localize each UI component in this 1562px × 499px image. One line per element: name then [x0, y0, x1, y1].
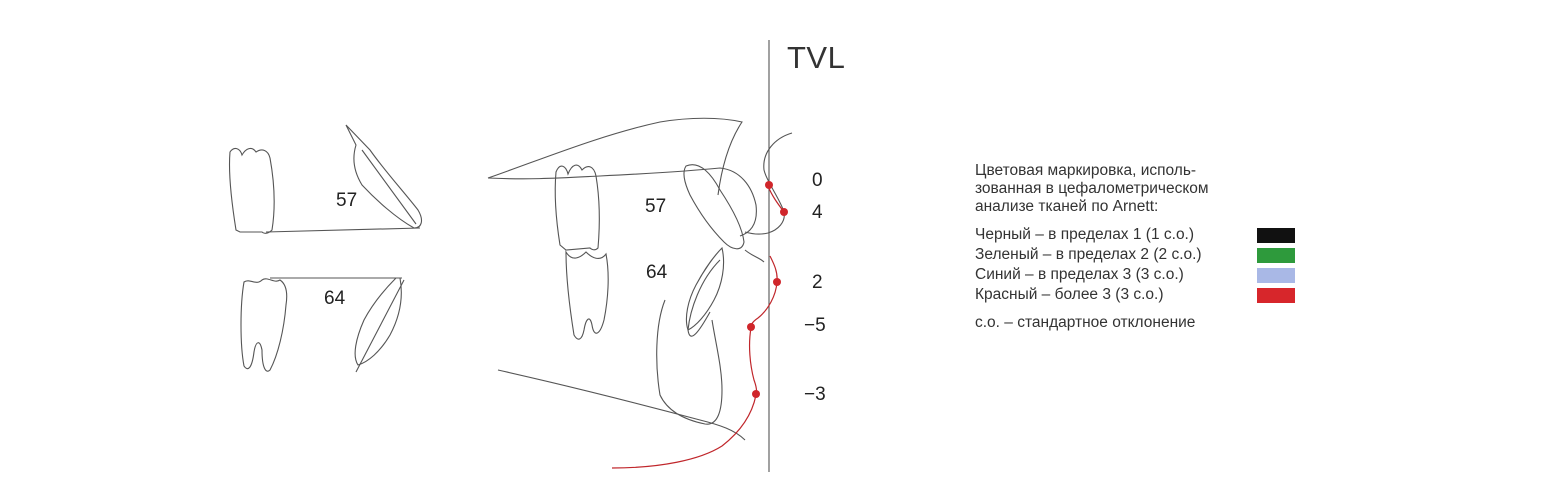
measure-point-0 [765, 181, 773, 189]
maxilla-line [487, 167, 757, 237]
legend-item-label: Синий – в пределах 3 (3 с.о.) [975, 266, 1184, 283]
legend-item-green: Зеленый – в пределах 2 (2 с.о.) [975, 246, 1305, 266]
upper-lip-contour [744, 185, 785, 235]
profile-lower-tooth-number: 64 [646, 262, 668, 283]
legend-heading-line: зованная в цефалометрическом [975, 180, 1209, 197]
legend-heading-line: анализе тканей по Arnett: [975, 198, 1159, 215]
mandible-lower-border [497, 369, 746, 441]
measure-point-2 [773, 278, 781, 286]
measurement-value: −5 [804, 315, 826, 336]
profile-upper-molar-outline [554, 164, 600, 251]
left-upper-tooth-number: 57 [336, 190, 358, 211]
measurement-value: 2 [812, 272, 823, 293]
legend-swatch-red [1257, 288, 1295, 303]
legend-swatch-black [1257, 228, 1295, 243]
nose-tip-contour [763, 132, 793, 187]
measure-point-4 [780, 208, 788, 216]
profile-upper-incisor-outline [683, 164, 745, 250]
color-legend: Цветовая маркировка, исполь- зованная в … [975, 162, 1305, 332]
measurement-value: −3 [804, 384, 826, 405]
ramus-outline [656, 299, 723, 425]
profile-lower-molar-outline [565, 250, 609, 340]
measurement-value: 4 [812, 202, 823, 223]
lower-lip-contour [744, 249, 765, 263]
measurement-value: 0 [812, 170, 823, 191]
soft-tissue-profile-red-lower [611, 255, 778, 469]
legend-heading: Цветовая маркировка, исполь- зованная в … [975, 162, 1305, 216]
legend-item-red: Красный – более 3 (3 с.о.) [975, 286, 1305, 306]
measure-point-minus5 [747, 323, 755, 331]
measure-point-minus3 [752, 390, 760, 398]
left-lower-molar-outline [240, 278, 288, 372]
left-lower-tooth-number: 64 [324, 288, 346, 309]
left-upper-occlusal-line [265, 227, 421, 233]
profile-lower-incisor-outline [685, 246, 725, 331]
legend-item-label: Зеленый – в пределах 2 (2 с.о.) [975, 246, 1202, 263]
soft-tissue-profile-red [767, 185, 785, 213]
profile-upper-tooth-number: 57 [645, 196, 667, 217]
left-upper-incisor-outline [345, 124, 423, 229]
left-lower-incisor-outline [354, 277, 402, 366]
legend-item-blue: Синий – в пределах 3 (3 с.о.) [975, 266, 1305, 286]
legend-item-label: Красный – более 3 (3 с.о.) [975, 286, 1164, 303]
legend-heading-line: Цветовая маркировка, исполь- [975, 162, 1197, 179]
legend-item-label: Черный – в пределах 1 (1 с.о.) [975, 226, 1195, 243]
left-upper-molar-outline [228, 147, 275, 234]
skull-contour [487, 117, 743, 196]
legend-swatch-green [1257, 248, 1295, 263]
left-upper-incisor-axis [361, 149, 417, 225]
legend-note: с.о. – стандартное отклонение [975, 314, 1196, 331]
left-lower-incisor-axis [355, 279, 405, 373]
legend-swatch-blue [1257, 268, 1295, 283]
tvl-label: TVL [787, 40, 846, 75]
legend-item-black: Черный – в пределах 1 (1 с.о.) [975, 226, 1305, 246]
